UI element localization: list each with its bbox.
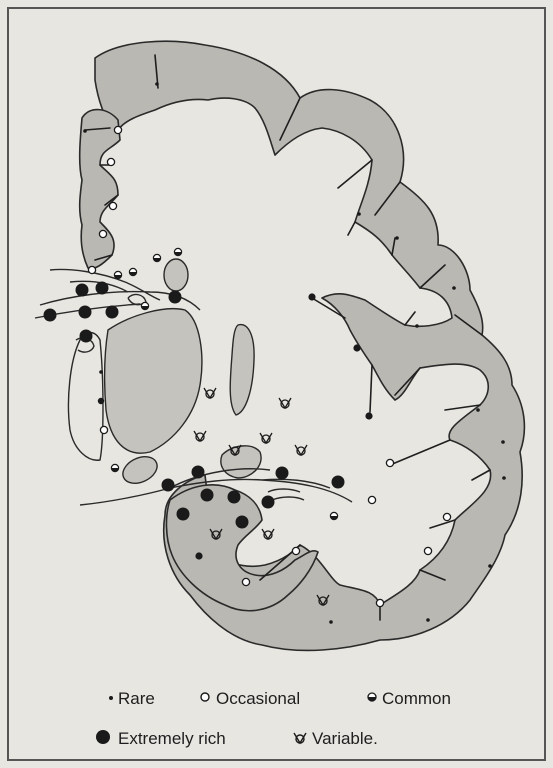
- extremely-rich-marker: [106, 306, 119, 319]
- rare-marker: [395, 236, 399, 240]
- extremely-rich-marker: [79, 306, 92, 319]
- extremely-rich-marker: [76, 284, 89, 297]
- rare-marker: [501, 440, 505, 444]
- extremely-rich-marker: [44, 309, 57, 322]
- extremely-rich-marker: [201, 489, 214, 502]
- occasional-marker: [292, 547, 299, 554]
- rare-marker: [476, 408, 480, 412]
- amygdala: [221, 446, 261, 478]
- extremely-rich-marker: [228, 491, 241, 504]
- rare-marker: [357, 212, 361, 216]
- variable-marker: [260, 433, 272, 443]
- occasional-marker: [376, 599, 383, 606]
- common-marker: [114, 271, 121, 278]
- legend-variable-symbol: [294, 733, 306, 743]
- legend-occasional-label: Occasional: [216, 689, 300, 708]
- rare-marker: [415, 324, 419, 328]
- occasional-marker: [424, 547, 431, 554]
- legend-occasional-symbol: [201, 693, 209, 701]
- common-marker: [129, 268, 136, 275]
- extremely-rich-marker: [96, 282, 109, 295]
- variable-marker: [279, 398, 291, 408]
- rare-marker: [488, 564, 492, 568]
- medial-cortex-strip: [80, 110, 120, 269]
- extremely-rich-marker: [262, 496, 275, 509]
- rare-marker: [452, 286, 456, 290]
- occasional-marker: [88, 266, 95, 273]
- occasional-marker: [99, 230, 106, 237]
- occasional-marker: [386, 459, 393, 466]
- occasional-marker: [242, 578, 249, 585]
- variable-marker: [204, 388, 216, 398]
- legend-common-symbol: [368, 693, 376, 701]
- common-marker: [141, 302, 148, 309]
- common-marker: [330, 512, 337, 519]
- occasional-marker: [100, 426, 107, 433]
- legend-common-label: Common: [382, 689, 451, 708]
- occasional-marker: [109, 202, 116, 209]
- variable-marker: [262, 529, 274, 539]
- putamen: [230, 325, 254, 415]
- legend-rare-label: Rare: [118, 689, 155, 708]
- rare-marker: [83, 129, 87, 133]
- rare-marker: [426, 618, 430, 622]
- rare-marker: [502, 476, 506, 480]
- extremely-rich-marker: [236, 516, 249, 529]
- legend-extremely-rich-symbol: [96, 730, 110, 744]
- occasional-marker: [114, 126, 121, 133]
- rare-marker: [155, 82, 159, 86]
- extremely-rich-marker: [80, 330, 93, 343]
- small-nucleus-lower: [119, 452, 162, 489]
- extremely-rich-marker: [162, 479, 175, 492]
- variable-marker: [194, 431, 206, 441]
- extremely-rich-marker: [192, 466, 205, 479]
- extremely-rich-marker: [169, 291, 182, 304]
- occasional-marker: [443, 513, 450, 520]
- thalamus: [105, 309, 202, 453]
- extremely-rich-marker: [276, 467, 289, 480]
- common-marker: [111, 464, 118, 471]
- rare-marker: [329, 620, 333, 624]
- occasional-marker: [368, 496, 375, 503]
- legend-extremely-rich-label: Extremely rich: [118, 729, 226, 748]
- rare-marker: [99, 370, 103, 374]
- legend: Rare Occasional Common Extremely rich Va…: [96, 689, 451, 748]
- variable-marker: [295, 445, 307, 455]
- legend-rare-symbol: [109, 696, 113, 700]
- occasional-marker: [107, 158, 114, 165]
- common-marker: [153, 254, 160, 261]
- small-nucleus-upper: [164, 259, 188, 291]
- legend-variable-label: Variable.: [312, 729, 378, 748]
- extremely-rich-marker: [332, 476, 345, 489]
- common-marker: [174, 248, 181, 255]
- extremely-rich-marker: [177, 508, 190, 521]
